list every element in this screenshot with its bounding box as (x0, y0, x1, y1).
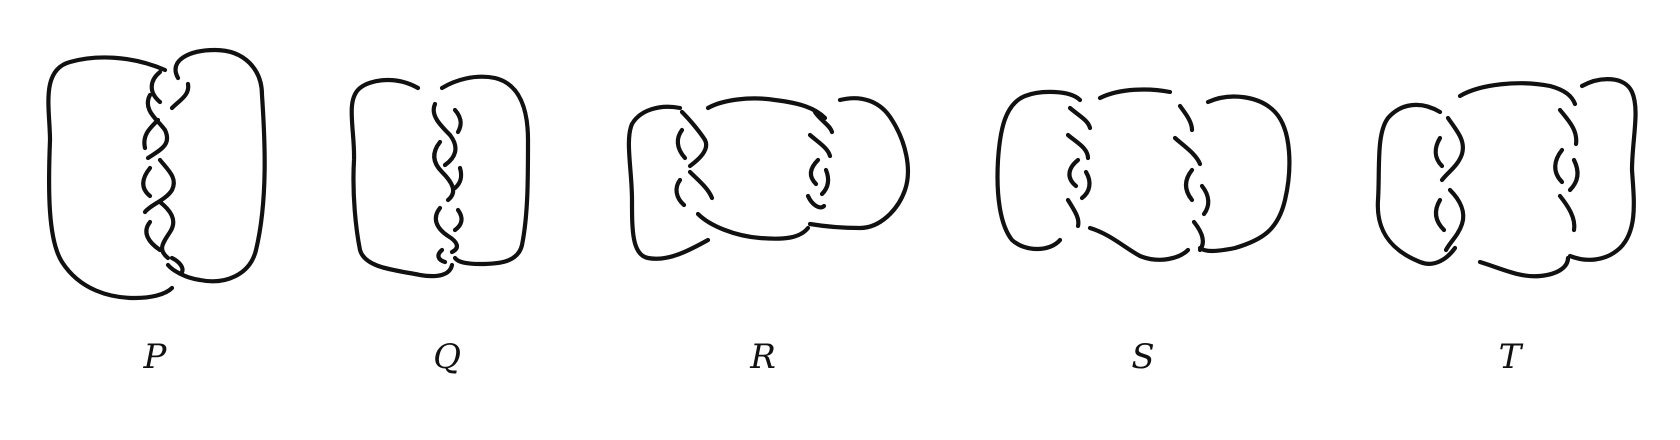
knot-label-q: Q (433, 337, 461, 377)
knot-label-p: P (143, 337, 168, 377)
knot-t (1375, 77, 1638, 279)
knot-q (349, 74, 531, 279)
knot-label-t: T (1499, 337, 1524, 377)
knot-p (46, 47, 267, 301)
knot-s (995, 87, 1292, 262)
knot-r (626, 96, 910, 261)
knot-label-s: S (1131, 337, 1154, 377)
knot-label-r: R (749, 337, 776, 377)
